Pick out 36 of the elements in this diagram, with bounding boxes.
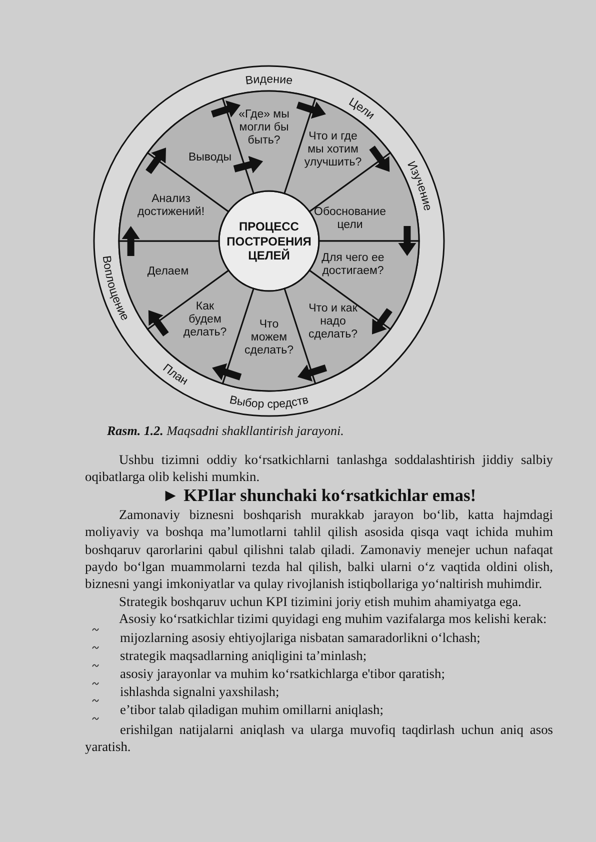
arrow — [122, 226, 140, 256]
segment-label: Что можем сделать? — [244, 318, 294, 358]
segment-label: «Где» мы могли бы быть? — [238, 108, 290, 148]
arrow — [369, 308, 392, 336]
segment-label: Что и где мы хотим улучшить? — [304, 130, 362, 170]
arrow — [369, 146, 392, 174]
ring-label: Видение — [244, 74, 294, 88]
body-paragraph: Zamonaviy biznesni boshqarish murakkab jarayon bo‘lib, katta hajmdagi moliyaviy va boshqa ma’lumotlarni tahlil qilish asosida qisqa vaqt ichida muhim boshqaruv qarorlarini qabul qilishni talab qiladi. Zamonaviy menejer uchun nafaqat paydo bo‘lgan muammolarni tezda hal qilish, balki ularni o‘z vaqtida oldini olish, biznesni yangi imkoniyatlar va qulay rivojlanish istiqbollariga yo‘naltirish muhimdir. — [85, 506, 553, 593]
segment-label: Выводы — [187, 152, 233, 164]
list-item: strategik maqsadlarning aniqligini ta’minlash; — [119, 648, 368, 664]
list-item: ishlashda signalni yaxshilash; — [119, 684, 280, 700]
segment-label: Что и как надо сделать? — [308, 302, 358, 342]
list-item: e’tibor talab qiladigan muhim omillarni aniqlash; — [119, 702, 384, 718]
arrow — [210, 363, 242, 380]
section-heading: ► KPIlar shunchaki ko‘rsatkichlar emas! — [160, 486, 478, 504]
arrow — [146, 308, 169, 336]
ring-label: Выбор средств — [228, 394, 310, 411]
body-paragraph: Asosiy ko‘rsatkichlar tizimi quyidagi eng muhim vazifalarga mos kelishi kerak: — [118, 610, 548, 628]
arrow — [146, 146, 169, 174]
list-item: erishilgan natijalarni aniqlash va ularga muvofiq taqdirlash uchun aniq asos yaratish. — [85, 720, 553, 756]
segment-label: Анализ достижений! — [136, 193, 206, 219]
list-item: asosiy jarayonlar va muhim ko‘rsatkichlarga e'tibor qaratish; — [119, 666, 446, 682]
center-title: ПРОЦЕСС ПОСТРОЕНИЯ ЦЕЛЕЙ — [226, 219, 312, 263]
arrow — [210, 100, 242, 118]
segment-label: Обоснование цели — [313, 206, 387, 232]
arrow — [233, 156, 264, 174]
arrow — [296, 364, 328, 382]
body-paragraph: Ushbu tizimni oddiy ko‘rsatkichlarni tanlashga soddalashtirish jiddiy salbiy oqibatlarga olib kelishi mumkin. — [85, 451, 553, 486]
list-item: mijozlarning asosiy ehtiyojlariga nisbatan samaradorlikni o‘lchash; — [119, 631, 482, 646]
arrow — [296, 102, 328, 119]
segment-label: Для чего ее достигаем? — [320, 252, 386, 278]
body-paragraph: Strategik boshqaruv uchun KPI tizimini joriy etish muhim ahamiyatga ega. — [118, 592, 522, 610]
segment-label: Как будем делать? — [182, 300, 228, 340]
figure-caption: Rasm. 1.2. Maqsadni shakllantirish jarayoni. — [106, 422, 345, 439]
arrow — [398, 226, 416, 256]
segment-label: Делаем — [146, 266, 190, 278]
